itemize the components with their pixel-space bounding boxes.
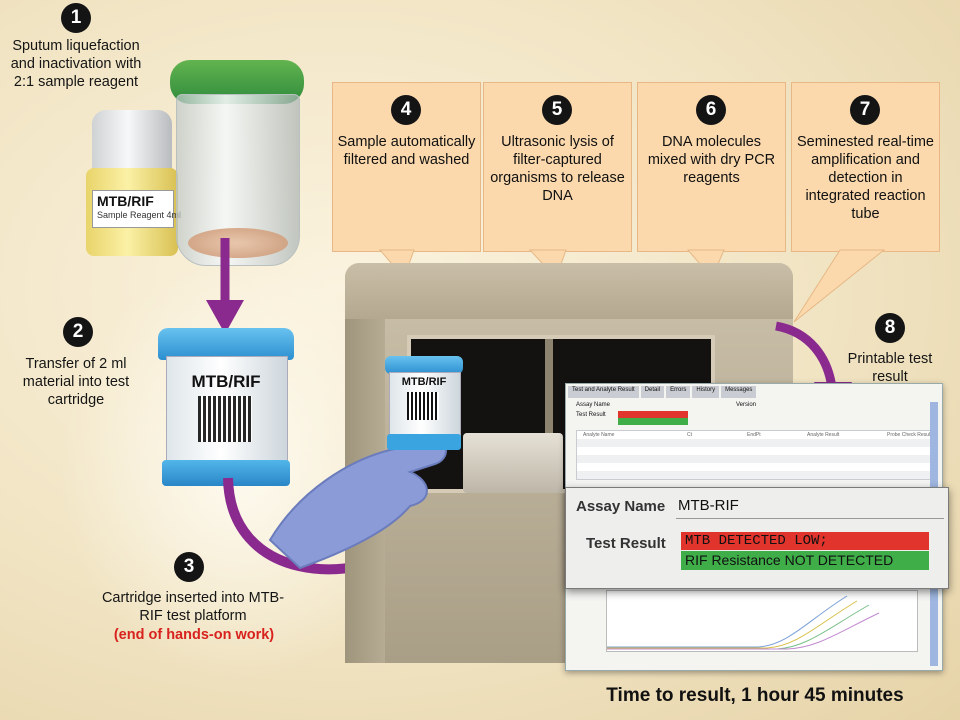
- bubble-step-7: 7 Seminested real-time amplification and…: [791, 82, 940, 252]
- sample-reagent-bottle: MTB/RIF Sample Reagent 4ml: [86, 110, 182, 256]
- screenshot-table: Analyte Name Ct EndPt Analyte Result Pro…: [576, 430, 934, 480]
- arrow-step1-to-step2: [206, 238, 244, 334]
- assay-name-label: Assay Name: [576, 498, 666, 515]
- screenshot-tab[interactable]: Test and Analyte Result: [568, 386, 639, 398]
- screenshot-col: Analyte Result: [807, 432, 840, 438]
- assay-name-value: MTB-RIF: [678, 497, 739, 514]
- screenshot-version-label: Version: [736, 402, 757, 408]
- screenshot-col: Ct: [687, 432, 692, 438]
- step-8-number: 8: [875, 313, 905, 343]
- step-1-number: 1: [61, 3, 91, 33]
- bubble-step-6: 6 DNA molecules mixed with dry PCR reage…: [637, 82, 786, 252]
- amplification-plot: [606, 590, 918, 652]
- screenshot-tab[interactable]: Detail: [640, 386, 665, 398]
- screenshot-result-green: [618, 418, 688, 425]
- small-cartridge-label: MTB/RIF: [401, 376, 447, 388]
- reagent-label-sub: Sample Reagent 4ml: [97, 210, 182, 220]
- cartridge-barcode: [198, 396, 252, 442]
- screenshot-assay-label: Assay Name: [576, 402, 611, 408]
- cartridge-in-hand: MTB/RIF: [385, 356, 463, 450]
- step-3-emphasis: (end of hands-on work): [113, 627, 275, 643]
- reagent-label-title: MTB/RIF: [97, 193, 154, 209]
- step-6-caption: DNA molecules mixed with dry PCR reagent…: [647, 134, 776, 186]
- step-2-caption: Transfer of 2 ml material into test cart…: [22, 356, 130, 408]
- screenshot-result-red: [618, 411, 688, 418]
- bubble-step-4: 4 Sample automatically filtered and wash…: [332, 82, 481, 252]
- gloved-hand: [268, 438, 447, 570]
- specimen-cup: [168, 60, 308, 270]
- screenshot-col: Probe Check Result: [887, 432, 932, 438]
- test-result-label: Test Result: [586, 535, 666, 552]
- screenshot-tab[interactable]: History: [692, 386, 720, 398]
- bubble-step-5: 5 Ultrasonic lysis of filter-captured or…: [483, 82, 632, 252]
- screenshot-col: Analyte Name: [583, 432, 615, 438]
- step-5-caption: Ultrasonic lysis of filter-captured orga…: [490, 134, 625, 204]
- step-7-number: 7: [850, 95, 880, 125]
- screenshot-tab[interactable]: Errors: [666, 386, 691, 398]
- step-8-caption: Printable test result: [847, 351, 933, 385]
- divider-line: [676, 518, 944, 519]
- step-4-caption: Sample automatically filtered and washed: [337, 134, 476, 168]
- step-2-number: 2: [63, 317, 93, 347]
- screenshot-test-result-label: Test Result: [576, 412, 606, 418]
- amplification-curves: [607, 595, 880, 650]
- step-6-number: 6: [696, 95, 726, 125]
- step-1-caption: Sputum liquefaction and inactivation wit…: [10, 38, 142, 90]
- cartridge-label: MTB/RIF: [191, 372, 261, 391]
- result-line-1: MTB DETECTED LOW;: [681, 532, 929, 550]
- screenshot-tabs: Test and Analyte Result Detail Errors Hi…: [568, 386, 757, 398]
- step-3-caption: Cartridge inserted into MTB-RIF test pla…: [101, 590, 285, 624]
- screenshot-tab[interactable]: Messages: [721, 386, 757, 398]
- step-3-number: 3: [174, 552, 204, 582]
- time-to-result: Time to result, 1 hour 45 minutes: [606, 685, 904, 706]
- result-zoom-panel: Assay Name MTB-RIF Test Result MTB DETEC…: [565, 487, 949, 589]
- result-line-2: RIF Resistance NOT DETECTED: [681, 551, 929, 570]
- screenshot-col: EndPt: [747, 432, 761, 438]
- step-4-number: 4: [391, 95, 421, 125]
- step-5-number: 5: [542, 95, 572, 125]
- step-7-caption: Seminested real-time amplification and d…: [797, 134, 934, 222]
